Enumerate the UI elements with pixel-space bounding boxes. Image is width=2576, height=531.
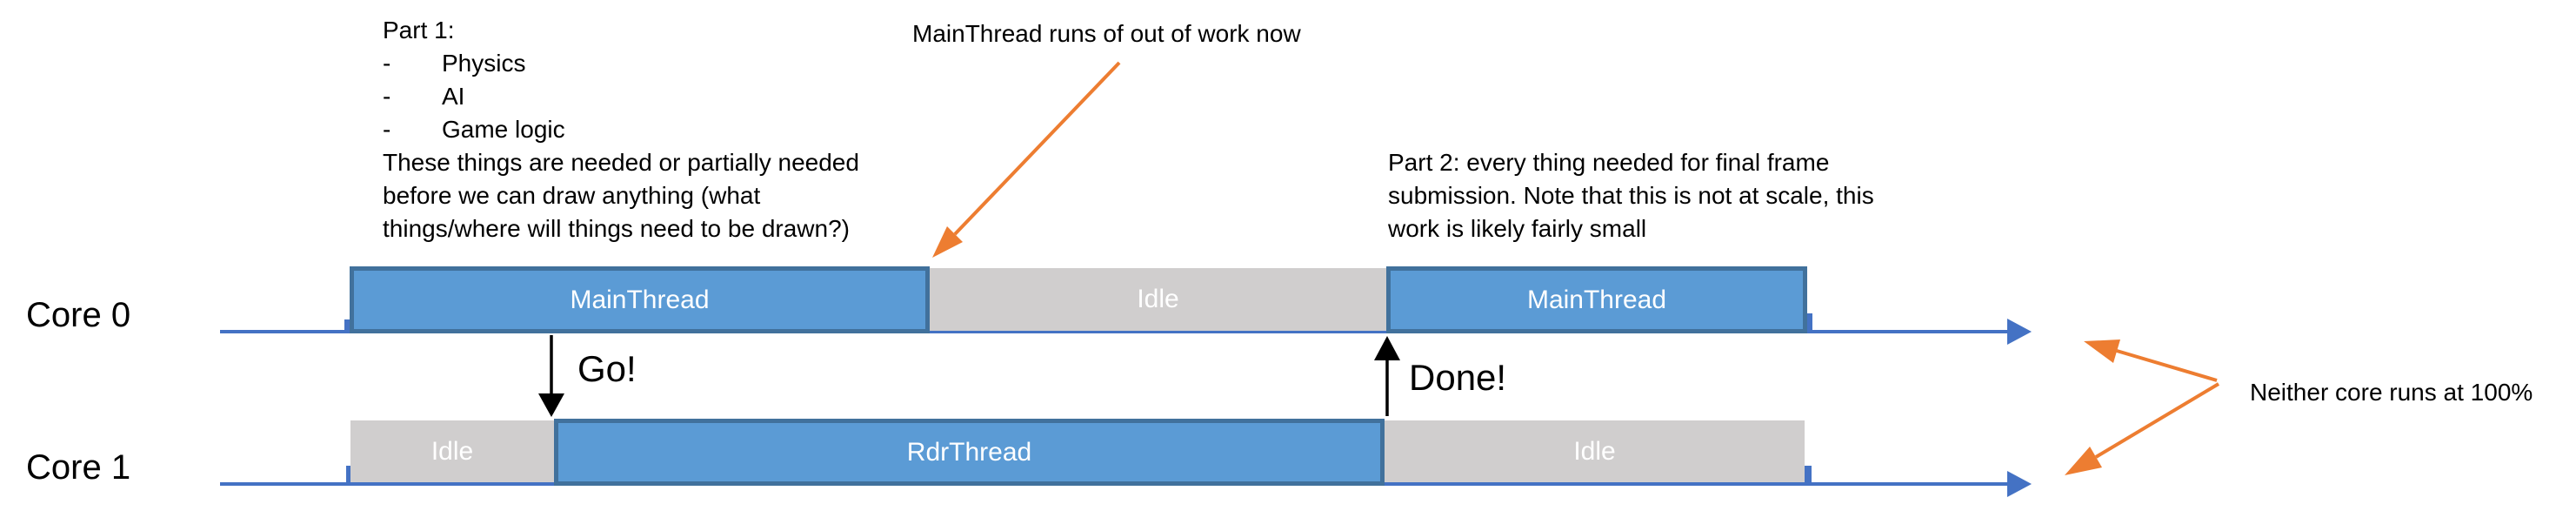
core-1-left-tick — [346, 466, 353, 484]
bullet-label: AI — [442, 83, 465, 110]
segment-label: MainThread — [570, 285, 710, 314]
core-1-label: Core 1 — [26, 448, 131, 487]
go-label: Go! — [577, 348, 637, 389]
core0-mainthread-1-bar: MainThread — [350, 266, 930, 333]
done-label: Done! — [1409, 357, 1507, 398]
out-of-work-arrow-line — [953, 61, 1121, 236]
neither-core-annotation: Neither core runs at 100% — [2250, 379, 2533, 406]
bullet-label: Game logic — [442, 116, 565, 143]
segment-label: Idle — [430, 436, 474, 466]
part1-bullet-game-logic: - Game logic — [383, 113, 939, 146]
part1-title: Part 1: — [383, 17, 455, 44]
done-arrowhead-icon — [1374, 336, 1400, 360]
segment-label: RdrThread — [906, 437, 1032, 467]
core1-rdrthread-bar: RdrThread — [554, 419, 1385, 486]
core-0-label: Core 0 — [26, 296, 131, 334]
core-1-timeline-arrowhead-icon — [2007, 471, 2032, 497]
neither-core-upper-arrow-line — [2116, 349, 2218, 382]
core-1-right-tick — [1805, 466, 1812, 484]
segment-label: Idle — [1573, 436, 1616, 466]
bullet-label: Physics — [442, 50, 526, 77]
part1-bullet-physics: - Physics — [383, 47, 939, 80]
core-0-timeline — [220, 330, 2008, 333]
part1-bullet-ai: - AI — [383, 80, 939, 113]
core-0-left-tick — [344, 319, 350, 331]
bullet-dash: - — [383, 116, 391, 143]
part1-annotation: Part 1: - Physics - AI - Game logic Thes… — [383, 14, 939, 245]
core-0-timeline-arrowhead-icon — [2007, 319, 2032, 345]
core1-idle-1-bar: Idle — [350, 420, 554, 482]
part1-note: These things are needed or partially nee… — [383, 149, 859, 242]
out-of-work-arrowhead-icon — [932, 226, 963, 258]
neither-core-upper-arrowhead-icon — [2084, 339, 2120, 363]
core-0-right-tick — [1805, 313, 1812, 333]
core0-mainthread-2-bar: MainThread — [1386, 266, 1807, 333]
core0-idle-bar: Idle — [930, 268, 1386, 331]
segment-label: MainThread — [1526, 285, 1667, 314]
bullet-dash: - — [383, 83, 391, 110]
bullet-dash: - — [383, 50, 391, 77]
out-of-work-annotation: MainThread runs of out of work now — [912, 20, 1301, 47]
go-arrowhead-icon — [538, 393, 564, 417]
core1-idle-2-bar: Idle — [1385, 420, 1805, 482]
neither-core-lower-arrowhead-icon — [2065, 447, 2102, 475]
segment-label: Idle — [1137, 285, 1179, 313]
part2-annotation: Part 2: every thing needed for final fra… — [1388, 149, 1874, 242]
neither-core-lower-arrow-line — [2094, 382, 2220, 459]
